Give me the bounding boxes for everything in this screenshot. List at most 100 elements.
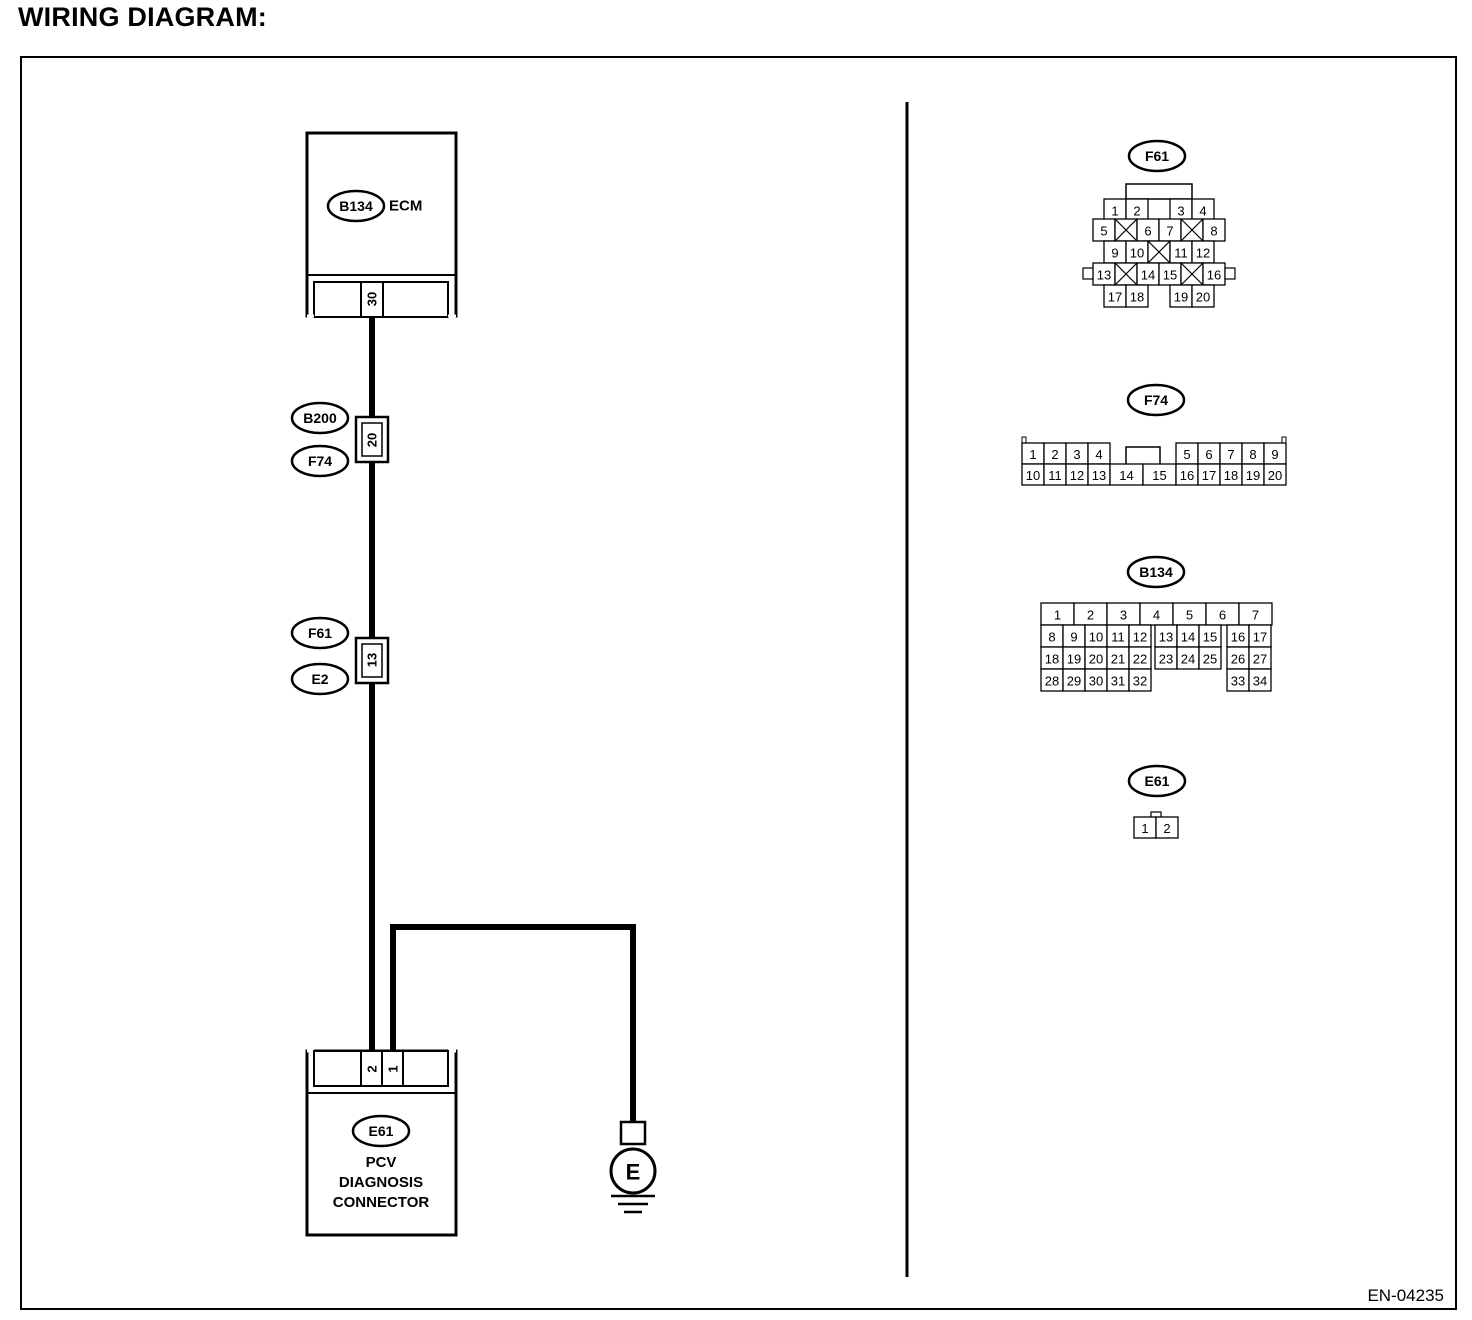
- f61-pin-number: 4: [1199, 204, 1206, 219]
- f74-pin-13: 13: [1087, 463, 1111, 486]
- f61-pin-number: 3: [1177, 204, 1184, 219]
- f61-pin-12: 12: [1191, 240, 1215, 264]
- pcv-name-line-1: PCV: [366, 1154, 397, 1171]
- connector-f61: F61: [1125, 139, 1193, 200]
- e61-pin-1: 1: [1133, 816, 1157, 839]
- f61-pin-19: 19: [1169, 284, 1193, 308]
- f61-pin-blank: [1180, 262, 1204, 286]
- b134-pin-2: 2: [1073, 602, 1108, 626]
- junction-lower-pin: 13: [365, 653, 380, 667]
- b134-pin-13: 13: [1154, 624, 1178, 648]
- ground-label: E: [626, 1160, 641, 1185]
- f74-pin-19: 19: [1241, 463, 1265, 486]
- f74-pin-6: 6: [1197, 442, 1221, 465]
- b134-pin-number: 18: [1045, 652, 1059, 667]
- f74-pin-18: 18: [1219, 463, 1243, 486]
- f61-pin-number: 18: [1130, 290, 1144, 305]
- pcv-pin-right-label: 1: [386, 1065, 401, 1072]
- f61-pin-number: 20: [1196, 290, 1210, 305]
- connector-b134-code: B134: [1139, 564, 1173, 580]
- f61-pin-number: 9: [1111, 246, 1118, 261]
- b134-pin-number: 17: [1253, 630, 1267, 645]
- b134-pin-23: 23: [1154, 646, 1178, 670]
- f74-pin-number: 9: [1271, 447, 1278, 462]
- b134-pin-11: 11: [1106, 624, 1130, 648]
- f61-pin-blank: [1180, 218, 1204, 242]
- ground-symbol: E: [609, 1120, 657, 1214]
- f74-pin-number: 13: [1092, 468, 1106, 483]
- f74-pin-2: 2: [1043, 442, 1067, 465]
- f61-pin-number: 8: [1210, 224, 1217, 239]
- b134-pin-34: 34: [1248, 668, 1272, 692]
- f74-pin-12: 12: [1065, 463, 1089, 486]
- b134-pin-number: 6: [1219, 608, 1226, 623]
- f61-pin-11: 11: [1169, 240, 1193, 264]
- junction-b200-f74: 20 B200 F74: [290, 401, 390, 478]
- f61-pin-number: 10: [1130, 246, 1144, 261]
- pcv-code: E61: [369, 1123, 394, 1139]
- f74-pin-number: 20: [1268, 468, 1282, 483]
- b134-pin-27: 27: [1248, 646, 1272, 670]
- f61-pin-9: 9: [1103, 240, 1127, 264]
- b134-pin-3: 3: [1106, 602, 1141, 626]
- junction-lower-code-a: F61: [308, 625, 332, 641]
- page-title: WIRING DIAGRAM:: [18, 2, 267, 32]
- f61-pin-number: 1: [1111, 204, 1118, 219]
- f61-pin-18: 18: [1125, 284, 1149, 308]
- b134-pin-17: 17: [1248, 624, 1272, 648]
- f61-pin-number: 17: [1108, 290, 1122, 305]
- f74-pin-number: 10: [1026, 468, 1040, 483]
- f61-pin-number: 16: [1207, 268, 1221, 283]
- f61-pin-20: 20: [1191, 284, 1215, 308]
- connector-f74-code: F74: [1144, 392, 1168, 408]
- f74-pin-16: 16: [1175, 463, 1199, 486]
- f61-pin-5: 5: [1092, 218, 1116, 242]
- ecm-pin-label: 30: [365, 292, 380, 306]
- f61-pin-number: 6: [1144, 224, 1151, 239]
- f74-pin-10: 10: [1021, 463, 1045, 486]
- b134-pin-number: 8: [1048, 630, 1055, 645]
- b134-pin-8: 8: [1040, 624, 1064, 648]
- b134-pin-1: 1: [1040, 602, 1075, 626]
- b134-pin-number: 11: [1111, 630, 1125, 645]
- f61-pin-number: 2: [1133, 204, 1140, 219]
- connector-f61-code: F61: [1145, 148, 1169, 164]
- f61-pin-blank: [1114, 262, 1138, 286]
- f61-pin-7: 7: [1158, 218, 1182, 242]
- f74-pin-number: 3: [1073, 447, 1080, 462]
- b134-pin-number: 5: [1186, 608, 1193, 623]
- b134-pin-number: 10: [1089, 630, 1103, 645]
- f61-pin-17: 17: [1103, 284, 1127, 308]
- b134-pin-19: 19: [1062, 646, 1086, 670]
- b134-pin-31: 31: [1106, 668, 1130, 692]
- connector-e61: E61: [1127, 764, 1187, 819]
- f61-pin-number: 7: [1166, 224, 1173, 239]
- f61-pin-16: 16: [1202, 262, 1226, 286]
- b134-pin-33: 33: [1226, 668, 1250, 692]
- f74-pin-number: 18: [1224, 468, 1238, 483]
- f61-pin-8: 8: [1202, 218, 1226, 242]
- b134-pin-24: 24: [1176, 646, 1200, 670]
- f61-pin-number: 13: [1097, 268, 1111, 283]
- b134-pin-number: 34: [1253, 674, 1267, 689]
- f61-pin-number: 19: [1174, 290, 1188, 305]
- ground-wire: [390, 924, 636, 1122]
- b134-pin-number: 26: [1231, 652, 1245, 667]
- f74-pin-number: 8: [1249, 447, 1256, 462]
- f61-pin-number: 5: [1100, 224, 1107, 239]
- ecm-code-badge: [326, 189, 386, 223]
- b134-pin-number: 29: [1067, 674, 1081, 689]
- junction-lower-code-b: E2: [311, 671, 328, 687]
- f61-pin-14: 14: [1136, 262, 1160, 286]
- b134-pin-number: 3: [1120, 608, 1127, 623]
- b134-pin-number: 22: [1133, 652, 1147, 667]
- b134-pin-26: 26: [1226, 646, 1250, 670]
- b134-pin-12: 12: [1128, 624, 1152, 648]
- f74-pin-number: 15: [1152, 468, 1166, 483]
- b134-pin-number: 27: [1253, 652, 1267, 667]
- b134-pin-number: 31: [1111, 674, 1125, 689]
- f61-pin-4: 4: [1191, 198, 1215, 222]
- f61-pin-6: 6: [1136, 218, 1160, 242]
- b134-pin-25: 25: [1198, 646, 1222, 670]
